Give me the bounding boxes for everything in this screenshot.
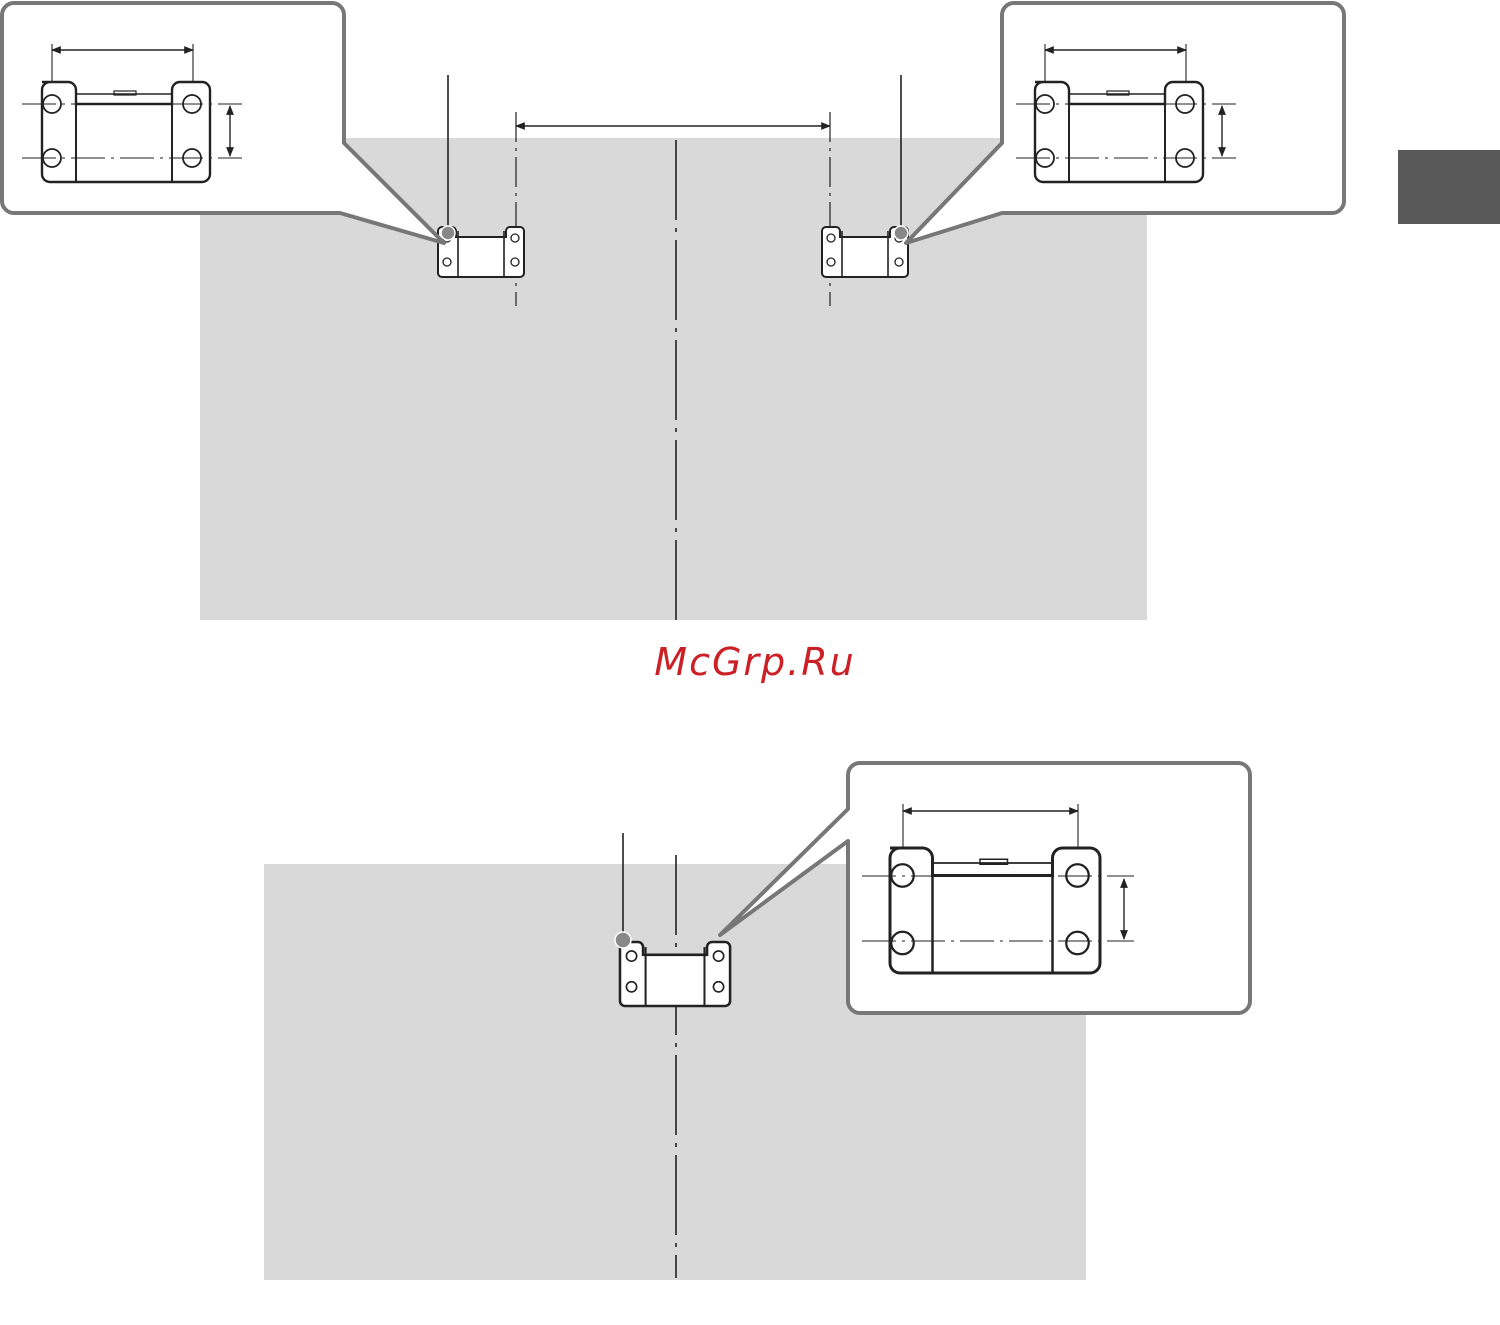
watermark-text: McGrp.Ru — [600, 640, 910, 684]
callout-right — [906, 3, 1344, 243]
callout-left — [2, 3, 444, 243]
section-tab — [1398, 150, 1500, 224]
figure-single-bracket — [264, 763, 1250, 1280]
callout-marker-icon — [894, 226, 908, 240]
figure-two-brackets — [2, 3, 1344, 628]
callout-marker-icon — [441, 226, 455, 240]
callout-marker-icon — [615, 932, 631, 948]
